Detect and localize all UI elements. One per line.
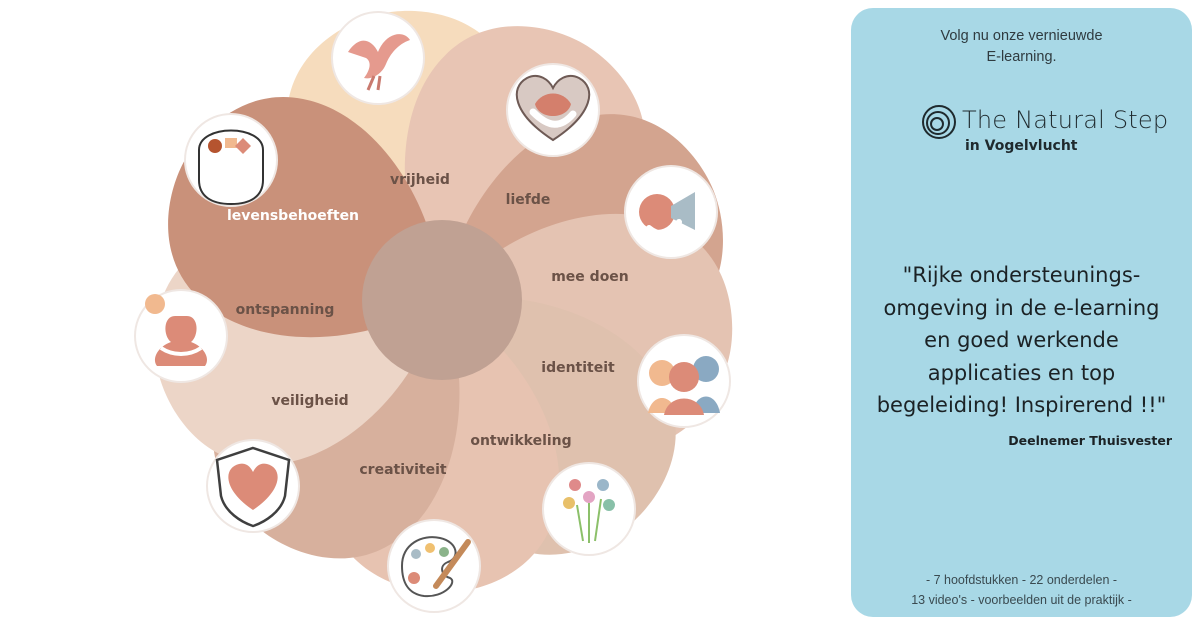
petal-label-veiligheid: veiligheid bbox=[271, 393, 348, 409]
petal-label-levensbehoeften: levensbehoeften bbox=[227, 208, 359, 224]
megaphone-icon bbox=[624, 165, 718, 259]
testimonial-quote: "Rijke ondersteunings- omgeving in de e-… bbox=[865, 259, 1178, 422]
petal-label-creativiteit: creativiteit bbox=[359, 462, 447, 478]
the-natural-step-logo: The Natural Step in Vogelvlucht bbox=[921, 104, 1168, 164]
quote-line: "Rijke ondersteunings- bbox=[902, 263, 1141, 287]
palette-icon bbox=[387, 519, 481, 613]
petal-label-vrijheid: vrijheid bbox=[390, 172, 450, 188]
quote-line: begeleiding! Inspirerend !!" bbox=[876, 393, 1167, 417]
petal-label-mee-doen: mee doen bbox=[551, 269, 629, 285]
meditation-icon bbox=[134, 289, 228, 383]
intro-line-1: Volg nu onze vernieuwde bbox=[940, 28, 1103, 44]
quote-line: applicaties en top bbox=[927, 360, 1116, 385]
intro-text: Volg nu onze vernieuwde E-learning. bbox=[851, 26, 1192, 68]
logo-name: The Natural Step bbox=[962, 106, 1169, 134]
people-icon bbox=[637, 334, 731, 428]
petal-label-liefde: liefde bbox=[506, 192, 551, 208]
flower-diagram: vrijheid liefde mee doen identiteit ontwikke… bbox=[128, 0, 758, 613]
petal-label-identiteit: identiteit bbox=[541, 360, 615, 376]
stats-line-2: 13 video's - voorbeelden uit de praktijk… bbox=[911, 593, 1132, 607]
course-stats: - 7 hoofdstukken - 22 onderdelen - 13 vi… bbox=[851, 570, 1192, 610]
shield-heart-icon bbox=[206, 439, 300, 533]
stats-line-1: - 7 hoofdstukken - 22 onderdelen - bbox=[925, 573, 1118, 587]
growing-mind-icon bbox=[542, 462, 636, 556]
flower-center bbox=[362, 220, 522, 380]
basic-needs-icon bbox=[184, 113, 278, 207]
quote-line: en goed werkende bbox=[924, 328, 1119, 352]
quote-line: omgeving in de e-learning bbox=[883, 295, 1160, 320]
promo-card: Volg nu onze vernieuwde E-learning. The … bbox=[851, 8, 1192, 617]
intro-line-2: E-learning. bbox=[986, 49, 1057, 65]
heart-hug-icon bbox=[506, 63, 600, 157]
petal-label-ontwikkeling: ontwikkeling bbox=[470, 433, 571, 449]
petal-label-ontspanning: ontspanning bbox=[236, 302, 335, 318]
testimonial-author: Deelnemer Thuisvester bbox=[1008, 433, 1172, 448]
logo-subtitle: in Vogelvlucht bbox=[965, 138, 1078, 154]
dove-icon bbox=[331, 11, 425, 105]
concentric-circles-icon bbox=[922, 105, 956, 139]
